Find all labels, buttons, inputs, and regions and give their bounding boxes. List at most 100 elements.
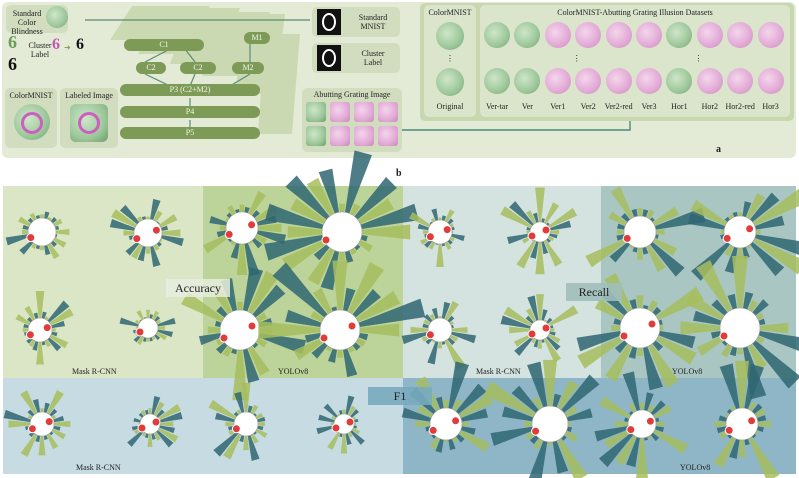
radial-bar xyxy=(213,431,239,457)
radial-bar xyxy=(401,407,432,422)
radial-bar xyxy=(535,187,545,223)
radial-bar xyxy=(53,420,71,428)
dataset-thumb xyxy=(727,22,754,48)
radial-bar xyxy=(336,349,344,358)
radial-bar xyxy=(511,385,539,413)
radial-plot xyxy=(258,260,426,378)
radial-bar xyxy=(285,309,322,327)
radial-bar xyxy=(628,402,637,413)
radial-bar xyxy=(156,319,162,324)
arrow-right-icon: ➜ xyxy=(64,43,71,52)
radial-plot xyxy=(15,291,74,365)
radial-bar xyxy=(516,240,536,269)
radial-plot xyxy=(713,360,780,478)
radial-bar xyxy=(358,298,426,327)
radial-bar xyxy=(438,217,442,221)
abutting-grating-label: Abutting Grating Image xyxy=(313,90,391,99)
radial-bar xyxy=(323,403,338,418)
radial-bar xyxy=(27,414,33,420)
radial-bar xyxy=(50,216,58,224)
radial-bar xyxy=(252,284,286,318)
radial-bar xyxy=(338,410,343,415)
dataset-thumb xyxy=(727,68,754,94)
radial-bar xyxy=(655,421,665,427)
radial-bar xyxy=(428,241,436,250)
radial-bar xyxy=(436,243,444,267)
radial-bar xyxy=(154,401,165,416)
radial-bar xyxy=(724,244,734,257)
radial-bar xyxy=(566,408,593,422)
cluster-label-right-label: Cluster Label xyxy=(361,49,385,67)
radial-bar xyxy=(654,207,706,230)
radial-marker xyxy=(622,233,632,243)
dataset-thumb xyxy=(514,22,541,48)
radial-bar xyxy=(750,242,785,277)
radial-bar xyxy=(447,315,455,323)
radial-bar xyxy=(544,338,562,363)
radial-plot xyxy=(5,211,70,260)
radial-bar xyxy=(230,242,240,259)
radial-bar xyxy=(111,209,137,228)
radial-bar xyxy=(742,201,752,218)
radial-bar xyxy=(31,243,37,249)
radial-bar xyxy=(567,421,571,427)
radial-bar xyxy=(227,238,232,243)
node-c2-b: C2 xyxy=(180,62,216,74)
dataset-thumb xyxy=(757,68,784,94)
radial-bar xyxy=(431,339,436,343)
radial-bar xyxy=(265,203,324,229)
radial-bar xyxy=(696,336,724,357)
radial-bar xyxy=(456,383,487,414)
radial-bar xyxy=(38,435,46,456)
radial-bar xyxy=(152,310,160,320)
radial-marker xyxy=(331,423,341,433)
radial-bar xyxy=(628,346,637,359)
radial-bar xyxy=(35,291,45,319)
radial-bar xyxy=(544,240,563,267)
radial-bar xyxy=(431,434,436,439)
radial-bar xyxy=(447,218,454,225)
radial-bar xyxy=(47,337,62,352)
radial-bar xyxy=(327,432,340,451)
radial-bar xyxy=(609,242,630,263)
radial-bar xyxy=(316,425,335,435)
radial-bar xyxy=(358,333,369,341)
radial-bar xyxy=(532,212,539,223)
radial-bar xyxy=(156,430,174,448)
radial-bar xyxy=(566,426,573,433)
radial-bar xyxy=(541,309,548,321)
radial-bar xyxy=(258,333,307,355)
recall-mask-rcnn-label: Mask R-CNN xyxy=(476,367,521,376)
radial-bar xyxy=(352,289,381,318)
radial-bar xyxy=(647,404,655,413)
radial-bar xyxy=(752,238,799,275)
radial-bar xyxy=(546,317,553,324)
radial-bar xyxy=(161,235,184,247)
radial-bar xyxy=(548,305,579,326)
radial-bar xyxy=(444,241,452,251)
radial-bar xyxy=(159,421,174,427)
cluster-label-left: Cluster Label xyxy=(28,41,52,59)
radial-bar xyxy=(222,346,232,357)
radial-bar xyxy=(424,314,433,323)
radial-bar xyxy=(227,205,236,216)
metric-f1: F1 xyxy=(368,387,432,405)
ag-thumb-2 xyxy=(330,102,350,122)
labeled-image-label: Labeled Image xyxy=(65,91,113,100)
radial-bar xyxy=(358,240,373,253)
radial-marker xyxy=(132,234,142,244)
radial-bar xyxy=(532,396,543,410)
radial-bar xyxy=(53,425,61,431)
node-c2-a: C2 xyxy=(136,62,166,74)
radial-bar xyxy=(3,409,31,423)
radial-bar xyxy=(125,241,140,256)
radial-bar xyxy=(345,150,372,214)
radial-bar xyxy=(18,216,31,227)
radial-bar xyxy=(758,318,766,325)
radial-bar xyxy=(255,428,268,438)
radial-bar xyxy=(720,344,732,358)
ag-thumb-5 xyxy=(306,126,326,146)
radial-bar xyxy=(15,314,31,326)
radial-bar xyxy=(637,208,643,217)
radial-bar xyxy=(119,204,140,225)
